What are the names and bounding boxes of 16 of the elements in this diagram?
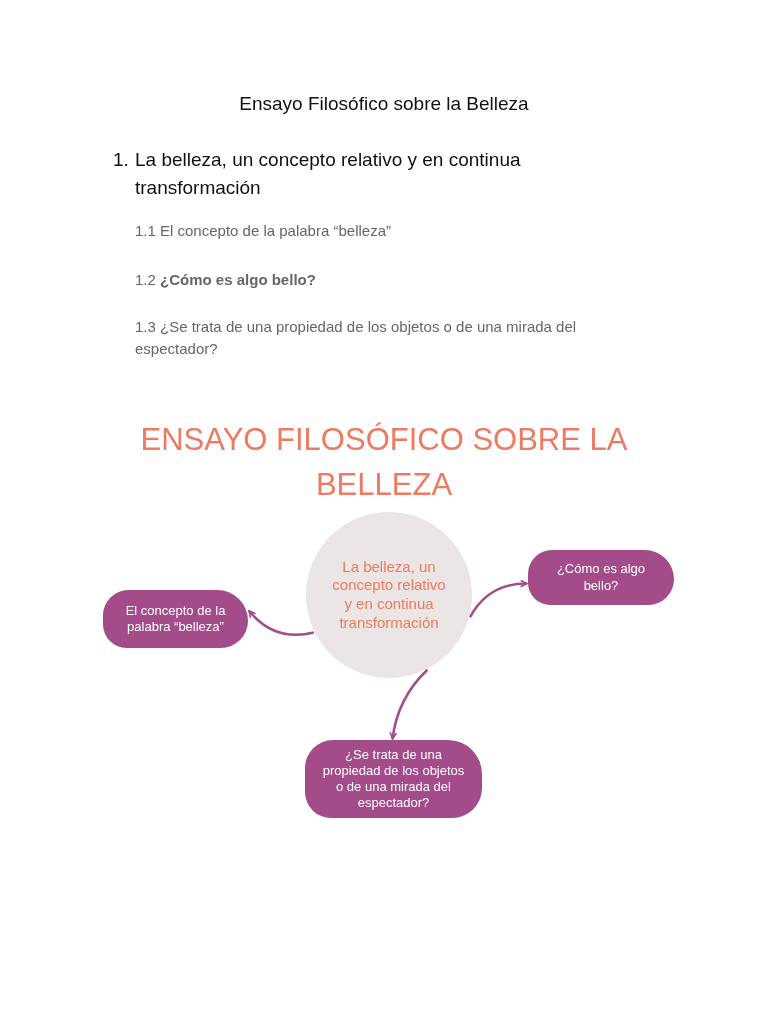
subsection-text: 1.3 ¿Se trata de una propiedad de los objetos o de una mirada del espectador? <box>135 317 578 359</box>
subsection-text: 1.2 ¿Cómo es algo bello? <box>135 270 317 290</box>
node-text: ¿Se trata de una propiedad de los objetos o de una mirada del espectador? <box>321 746 466 812</box>
node-text: La belleza, un concepto relativo y en continua transformación <box>331 557 447 633</box>
topic-bubble <box>103 590 248 648</box>
topic-bubble <box>528 550 674 605</box>
curved-arrow <box>389 668 429 740</box>
diagram-heading: ENSAYO FILOSÓFICO SOBRE LA BELLEZA <box>139 421 629 504</box>
node-text: El concepto de la palabra “belleza” <box>124 602 227 636</box>
section-heading: La belleza, un concepto relativo y en continua transformación <box>135 148 522 200</box>
node-text: ¿Cómo es algo bello? <box>555 561 647 594</box>
document-title: Ensayo Filosófico sobre la Belleza <box>238 93 530 115</box>
subsection-text: 1.1 El concepto de la palabra “belleza” <box>135 221 392 241</box>
curved-arrow <box>248 609 315 637</box>
curved-arrow <box>468 579 528 618</box>
topic-bubble <box>305 740 482 818</box>
